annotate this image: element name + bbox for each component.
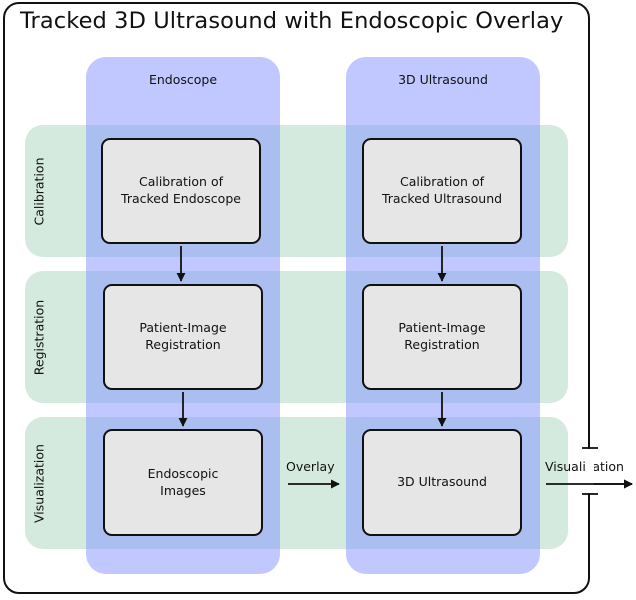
box-endoscope-calibration-text: Calibration of Tracked Endoscope xyxy=(121,174,241,206)
box-3d-ultrasound-text: 3D Ultrasound xyxy=(397,474,487,490)
column-label-3d-ultrasound: 3D Ultrasound xyxy=(398,72,488,87)
edge-label-overlay: Overlay xyxy=(286,459,335,474)
diagram-title: Tracked 3D Ultrasound with Endoscopic Ov… xyxy=(20,8,564,34)
box-endoscope-registration: Patient-Image Registration xyxy=(103,284,263,390)
box-endoscopic-images-text: Endoscopic Images xyxy=(147,465,219,498)
frame-gap xyxy=(586,449,594,493)
column-label-endoscope: Endoscope xyxy=(148,72,218,87)
box-endoscope-registration-text: Patient-Image Registration xyxy=(139,320,227,352)
box-endoscopic-images: Endoscopic Images xyxy=(103,429,263,536)
box-ultrasound-calibration: Calibration of Tracked Ultrasound xyxy=(362,138,522,244)
edge-label-visualization-output: Visualization xyxy=(545,459,624,474)
box-ultrasound-calibration-text: Calibration of Tracked Ultrasound xyxy=(381,174,503,206)
box-ultrasound-registration: Patient-Image Registration xyxy=(362,284,522,390)
box-endoscope-calibration: Calibration of Tracked Endoscope xyxy=(101,138,261,244)
diagram-frame xyxy=(3,2,590,594)
box-3d-ultrasound: 3D Ultrasound xyxy=(362,429,522,536)
box-ultrasound-registration-text: Patient-Image Registration xyxy=(398,320,486,352)
